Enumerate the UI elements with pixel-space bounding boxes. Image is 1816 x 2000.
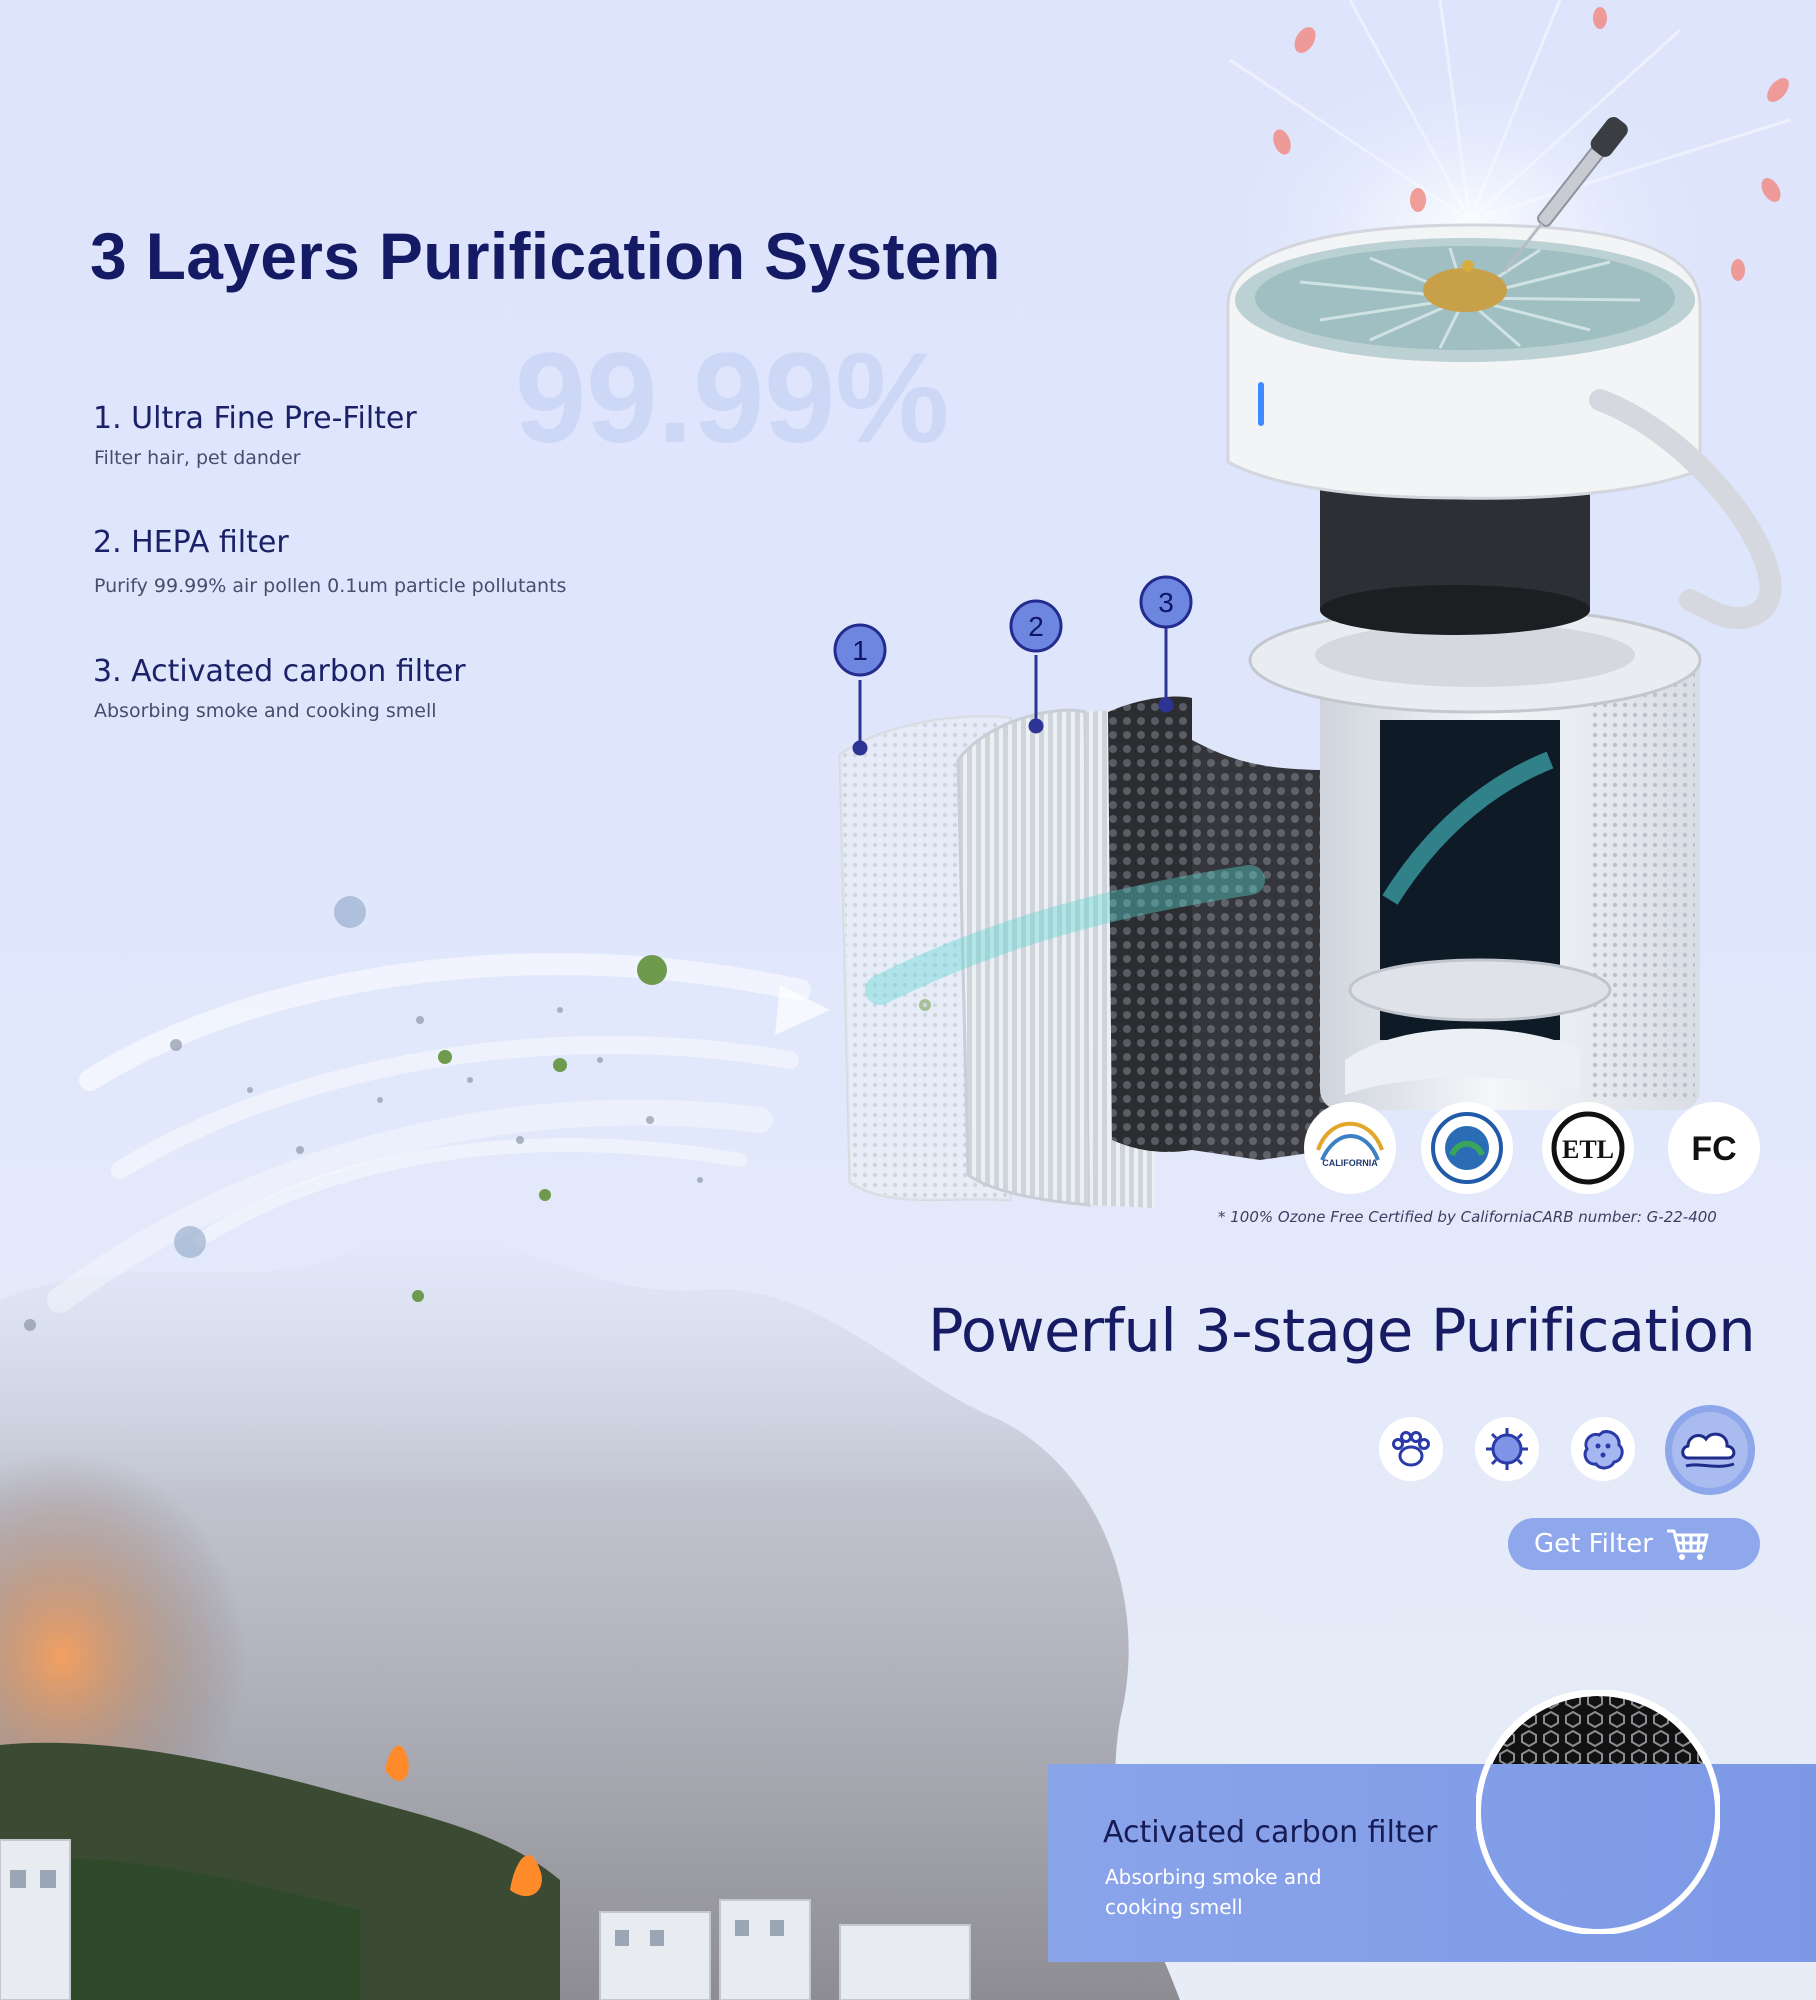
- ozone-free-note: * 100% Ozone Free Certified by Californi…: [1218, 1208, 1717, 1226]
- get-filter-label: Get Filter: [1534, 1529, 1653, 1559]
- svg-text:1: 1: [852, 635, 868, 666]
- panel-title: Activated carbon filter: [1103, 1815, 1438, 1850]
- callout-1: 1: [833, 623, 887, 677]
- svg-text:FC: FC: [1691, 1130, 1736, 1168]
- etl-logo: ETL: [1562, 1135, 1614, 1164]
- feature-title: Powerful 3-stage Purification: [928, 1296, 1756, 1365]
- svg-text:2: 2: [1028, 611, 1044, 642]
- next-chevron-icon[interactable]: [1730, 1820, 1810, 1910]
- callout-2: 2: [1009, 599, 1063, 653]
- callout-3: 3: [1139, 575, 1193, 629]
- panel-description: Absorbing smoke and cooking smell: [1105, 1865, 1322, 1919]
- cloud-icon: [1665, 1405, 1755, 1495]
- filter-2-desc: Purify 99.99% air pollen 0.1um particle …: [94, 575, 567, 597]
- filter-3-desc: Absorbing smoke and cooking smell: [94, 700, 437, 722]
- page-title: 3 Layers Purification System: [90, 219, 1001, 293]
- paw-icon: [1379, 1417, 1443, 1481]
- svg-text:ETL: ETL: [1562, 1135, 1614, 1164]
- svg-text:3: 3: [1158, 587, 1174, 618]
- filter-1-desc: Filter hair, pet dander: [94, 447, 301, 469]
- fcc-logo: FC: [1691, 1130, 1736, 1168]
- pollen-icon: [1571, 1417, 1635, 1481]
- svg-text:CALIFORNIA: CALIFORNIA: [1322, 1158, 1378, 1168]
- carbon-filter-panel: [1048, 1764, 1816, 1962]
- carbon-honeycomb-image: [1476, 1690, 1720, 1934]
- shopping-cart-icon: [1667, 1529, 1709, 1560]
- percentage-watermark: 99.99%: [515, 327, 950, 470]
- filter-2-title: 2. HEPA filter: [93, 525, 289, 560]
- virus-icon: [1475, 1417, 1539, 1481]
- get-filter-button[interactable]: Get Filter: [1508, 1518, 1760, 1570]
- carb-logo: CALIFORNIA: [1322, 1158, 1378, 1168]
- filter-1-title: 1. Ultra Fine Pre-Filter: [93, 401, 417, 436]
- filter-3-title: 3. Activated carbon filter: [93, 654, 466, 689]
